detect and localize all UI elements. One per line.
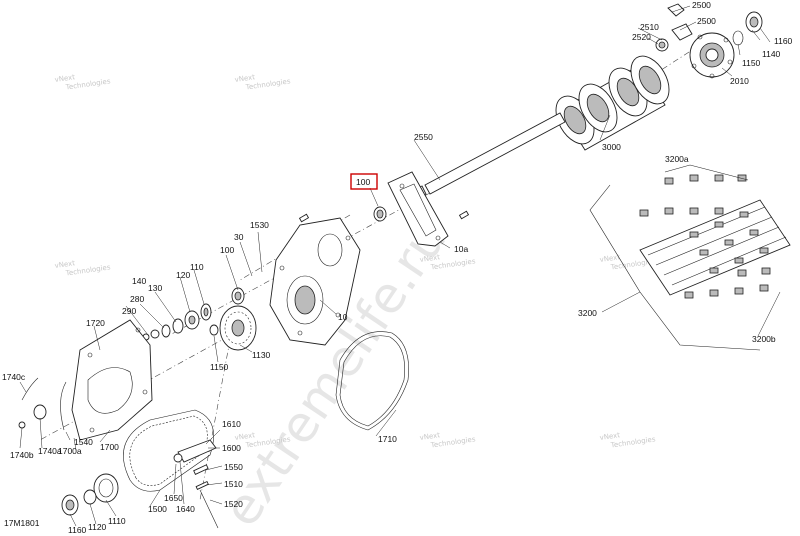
callout-120: 120 <box>176 270 190 280</box>
callout-1110: 1110 <box>108 516 126 526</box>
mounting-plate-10a <box>387 171 449 247</box>
callout-1700a: 1700a <box>58 446 82 456</box>
callout-140: 140 <box>132 276 146 286</box>
callout-3200b: 3200b <box>752 334 776 344</box>
callout-1120: 1120 <box>88 522 107 532</box>
callout-1150a: 1150 <box>742 58 761 68</box>
bracket-2500 <box>667 3 693 41</box>
nut-2520 <box>655 38 669 52</box>
bearing-1120 <box>83 489 97 505</box>
callout-10a: 10a <box>454 244 468 254</box>
track-3200 <box>639 199 791 296</box>
callout-1740a: 1740a <box>38 446 62 456</box>
svg-text:vNext: vNext <box>234 431 256 442</box>
callout-1740b: 1740b <box>10 450 34 460</box>
oil-seal-100 <box>373 206 387 222</box>
bolt <box>458 210 470 220</box>
bolt <box>298 213 310 223</box>
leader-lines <box>19 5 781 527</box>
callout-2550: 2550 <box>414 132 433 142</box>
callout-290: 290 <box>122 306 136 316</box>
callout-1530: 1530 <box>250 220 269 230</box>
callout-1710: 1710 <box>378 434 397 444</box>
diagram-code: 17M1801 <box>4 518 40 528</box>
callout-10: 10 <box>338 312 348 322</box>
sprocket-1130 <box>219 305 257 351</box>
svg-text:vNext: vNext <box>419 253 441 264</box>
svg-text:vNext: vNext <box>234 73 256 84</box>
svg-text:vNext: vNext <box>419 431 441 442</box>
callout-1640: 1640 <box>176 504 195 514</box>
gear-100 <box>231 287 245 305</box>
callout-1700: 1700 <box>100 442 119 452</box>
callout-1150b: 1150 <box>210 362 229 372</box>
svg-text:vNext: vNext <box>54 73 76 84</box>
callout-1600: 1600 <box>222 443 241 453</box>
circlip-1150 <box>732 30 744 46</box>
chain-1500 <box>123 409 214 492</box>
callout-1130: 1130 <box>252 350 271 360</box>
callout-2010: 2010 <box>730 76 749 86</box>
callout-100: 100 <box>356 177 370 187</box>
svg-text:vNext: vNext <box>54 259 76 270</box>
callout-2500b: 2500 <box>697 16 716 26</box>
callout-2520: 2520 <box>632 32 651 42</box>
bearing-stack-110-140 <box>142 303 212 341</box>
callout-1510: 1510 <box>224 479 243 489</box>
chaincase-cover-1720 <box>71 319 153 441</box>
callout-110: 110 <box>190 262 204 272</box>
sprocket-1110 <box>93 473 119 503</box>
bolt-1550 <box>193 464 209 475</box>
callout-130: 130 <box>148 283 162 293</box>
drive-axle-3000 <box>555 55 670 151</box>
drain-plug-1740b <box>18 421 26 429</box>
callout-3000: 3000 <box>602 142 621 152</box>
track-clips-3200b <box>684 267 771 299</box>
callout-1160a: 1160 <box>774 36 793 46</box>
callout-1500: 1500 <box>148 504 167 514</box>
chaincase-housing-10 <box>269 217 361 346</box>
callout-1550: 1550 <box>224 462 243 472</box>
svg-text:vNext: vNext <box>599 431 621 442</box>
gasket-1710 <box>335 331 409 431</box>
bearing-1140 <box>745 11 763 33</box>
callout-1650: 1650 <box>164 493 183 503</box>
spring-1520 <box>199 489 219 529</box>
drive-shaft-2550 <box>415 112 566 198</box>
svg-text:vNext: vNext <box>599 253 621 264</box>
callout-100b: 100 <box>220 245 234 255</box>
highlight-box <box>350 173 378 190</box>
callout-1540: 1540 <box>74 437 93 447</box>
spacer-1150 <box>209 324 219 336</box>
callout-2510: 2510 <box>640 22 659 32</box>
callout-30: 30 <box>234 232 244 242</box>
callout-3200: 3200 <box>578 308 597 318</box>
bearing-1160 <box>61 494 79 516</box>
pin-1510 <box>195 480 209 490</box>
callout-2500a: 2500 <box>692 0 711 10</box>
callout-1160b: 1160 <box>68 525 87 535</box>
callout-1140: 1140 <box>762 49 781 59</box>
tube-1540 <box>60 381 67 431</box>
callout-1740c: 1740c <box>2 372 26 382</box>
callout-1610: 1610 <box>222 419 241 429</box>
bearing-housing-2010 <box>689 32 735 79</box>
track-clips-3200a <box>639 174 747 217</box>
dipstick-1740a <box>21 377 47 420</box>
callout-280: 280 <box>130 294 144 304</box>
callout-1720: 1720 <box>86 318 105 328</box>
callout-3200a: 3200a <box>665 154 689 164</box>
callout-1520: 1520 <box>224 499 243 509</box>
